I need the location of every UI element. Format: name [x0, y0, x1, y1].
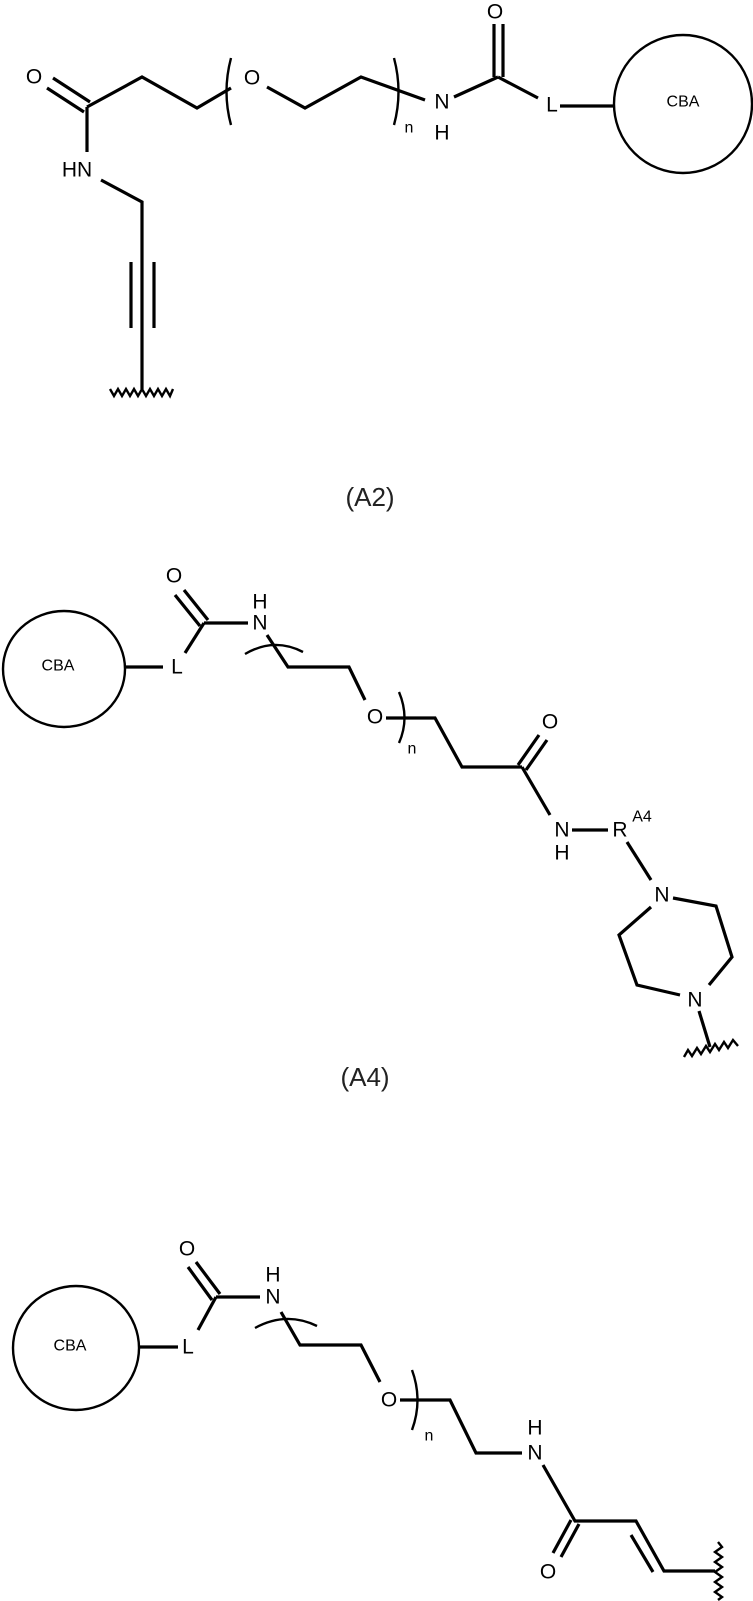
repeat-n-label: n [408, 741, 417, 758]
carbonyl-double-bond [47, 88, 84, 112]
atom-label: H [252, 591, 267, 614]
acrylamide-chain [543, 1465, 715, 1571]
wavy-attachment [684, 1040, 738, 1057]
atom-label: O [179, 1238, 195, 1261]
atom-label: HN [62, 159, 92, 182]
atom-label: N [434, 91, 449, 114]
atom-label: N [654, 884, 669, 907]
linker-label: L [546, 94, 558, 117]
carbonyl-double-bond [518, 735, 539, 765]
atom-label: H [434, 122, 449, 145]
propyl-chain [87, 77, 231, 108]
atom-label: O [166, 565, 182, 588]
propargyl-chain [101, 180, 142, 389]
bond [522, 767, 550, 815]
wavy-attachment [110, 389, 173, 396]
piperazine-ring [619, 907, 680, 995]
atom-label: O [244, 67, 260, 90]
cba-label: CBA [42, 658, 75, 675]
bond [454, 77, 498, 97]
atom-label: H [527, 1417, 542, 1440]
atom-label: O [367, 706, 383, 729]
atom-label: O [381, 1389, 397, 1412]
bond [699, 1011, 710, 1047]
carbonyl-double-bond-2 [196, 1262, 220, 1294]
r-group-superscript: A4 [632, 809, 652, 826]
bond [185, 623, 204, 653]
left-bracket [227, 58, 232, 125]
repeat-n-label: n [425, 1428, 434, 1445]
bond [627, 842, 651, 880]
carbonyl-double-bond-2 [184, 590, 208, 620]
atom-label: O [540, 1561, 556, 1584]
wavy-attachment [715, 1542, 722, 1600]
r-group-label: R [612, 819, 627, 842]
carbonyl-double-bond [553, 1520, 571, 1553]
atom-label: O [26, 66, 42, 89]
structure-1: O O O N H HN L CBA n (A2) [26, 1, 752, 513]
atom-label: O [542, 711, 558, 734]
linker-label: L [171, 656, 183, 679]
peg-chain [267, 77, 425, 108]
atom-label: N [252, 612, 267, 635]
structure-3: CBA L O H N O n H N O [13, 1238, 722, 1601]
atom-label: N [527, 1442, 542, 1465]
carbonyl-double-bond [188, 1267, 212, 1300]
carbonyl-double-bond-2 [53, 78, 90, 102]
structure-2: CBA L O H N O n O N H R A4 N N (A4) [3, 565, 738, 1093]
carbonyl-double-bond-2 [526, 740, 547, 770]
atom-label: O [487, 1, 503, 24]
atom-label: N [687, 989, 702, 1012]
repeat-n-label: n [405, 120, 414, 137]
carbonyl-double-bond-2 [561, 1524, 579, 1557]
bond [198, 1297, 216, 1330]
atom-label: N [554, 819, 569, 842]
cba-label: CBA [667, 94, 700, 111]
structure-caption: (A4) [340, 1062, 389, 1092]
cba-label: CBA [54, 1338, 87, 1355]
atom-label: H [265, 1264, 280, 1287]
piperazine-ring [673, 898, 732, 985]
atom-label: H [554, 842, 569, 865]
carbonyl-double-bond [175, 595, 200, 626]
bond [498, 77, 538, 98]
peg-chain [281, 1312, 380, 1382]
atom-label: N [265, 1286, 280, 1309]
alkene-double-bond [631, 1535, 653, 1572]
linker-label: L [182, 1336, 194, 1359]
right-bracket [394, 58, 399, 125]
propyl-chain [386, 718, 522, 767]
structure-caption: (A2) [345, 482, 394, 512]
